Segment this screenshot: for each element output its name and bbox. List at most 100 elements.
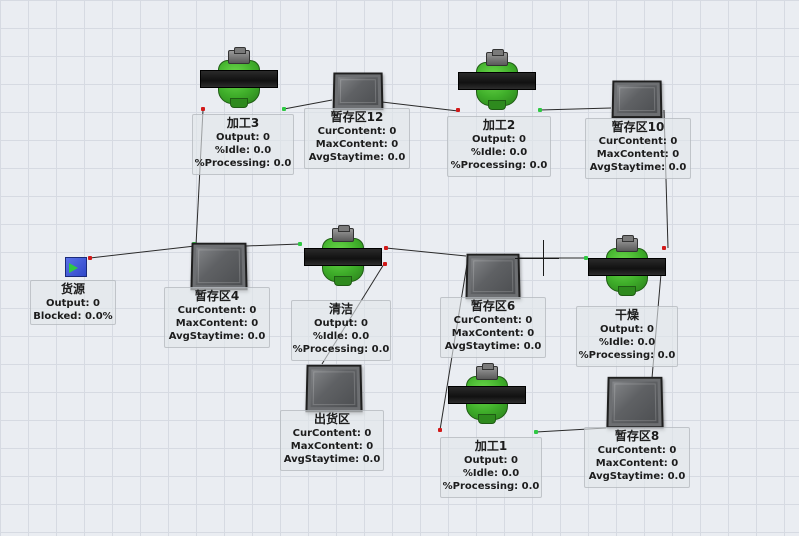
queue-q6[interactable]	[465, 253, 521, 300]
input-port	[438, 428, 442, 432]
stat-row: CurContent: 0	[598, 136, 678, 147]
stat-row: MaxContent: 0	[175, 318, 259, 329]
stat-row: MaxContent: 0	[451, 328, 535, 339]
processor-head	[332, 225, 354, 242]
conveyor-belt	[588, 258, 666, 276]
source-title: 货源	[60, 282, 85, 296]
processor-ganzao[interactable]	[586, 235, 666, 296]
stat-row: MaxContent: 0	[290, 441, 374, 452]
output-port	[282, 107, 286, 111]
stat-row: AvgStaytime: 0.0	[444, 341, 542, 352]
processor-jiagong1[interactable]	[446, 363, 526, 424]
jiagong1-title: 加工1	[474, 439, 508, 453]
stat-row: %Idle: 0.0	[214, 145, 272, 156]
jiagong1-info-panel: 加工1 Output: 0 %Idle: 0.0 %Processing: 0.…	[440, 437, 542, 498]
processor-head	[476, 363, 498, 380]
stat-row: %Processing: 0.0	[292, 344, 390, 355]
chuhuo-title: 出货区	[313, 412, 350, 426]
q4-info-panel: 暂存区4 CurContent: 0 MaxContent: 0 AvgStay…	[164, 287, 270, 348]
connector-jiagong2-q10	[539, 107, 612, 111]
output-port	[534, 430, 538, 434]
conveyor-belt	[304, 248, 382, 266]
stat-row: CurContent: 0	[317, 126, 397, 137]
queue-q12[interactable]	[332, 72, 384, 111]
connector-jiagong3-q12	[283, 99, 333, 110]
stat-row: %Idle: 0.0	[470, 147, 528, 158]
q4-title: 暂存区4	[194, 289, 240, 303]
input-port	[662, 246, 666, 250]
stat-row: %Idle: 0.0	[598, 337, 656, 348]
input-port	[384, 246, 388, 250]
stat-row: Output: 0	[314, 318, 368, 329]
stat-row: Output: 0	[600, 324, 654, 335]
source-block[interactable]	[65, 257, 87, 277]
output-port	[298, 242, 302, 246]
queue-chuhuo[interactable]	[305, 364, 363, 413]
jiagong3-title: 加工3	[226, 116, 260, 130]
conveyor-belt	[200, 70, 278, 88]
stat-row: %Processing: 0.0	[578, 350, 676, 361]
processor-foot	[618, 286, 636, 296]
ganzao-info-panel: 干燥 Output: 0 %Idle: 0.0 %Processing: 0.0	[576, 306, 678, 367]
processor-jiagong3[interactable]	[198, 47, 278, 108]
stat-row: %Processing: 0.0	[442, 481, 540, 492]
stat-row: AvgStaytime: 0.0	[589, 162, 687, 173]
stat-row: %Idle: 0.0	[312, 331, 370, 342]
input-port	[201, 107, 205, 111]
stat-row: Output: 0	[464, 455, 518, 466]
source-blocked-row: Blocked: 0.0%	[33, 311, 113, 322]
stat-row: MaxContent: 0	[595, 458, 679, 469]
q6-info-panel: 暂存区6 CurContent: 0 MaxContent: 0 AvgStay…	[440, 297, 546, 358]
processor-foot	[488, 100, 506, 110]
input-port	[383, 262, 387, 266]
stat-row: %Processing: 0.0	[194, 158, 292, 169]
jiagong3-info-panel: 加工3 Output: 0 %Idle: 0.0 %Processing: 0.…	[192, 114, 294, 175]
queue-q10[interactable]	[611, 80, 663, 119]
q10-info-panel: 暂存区10 CurContent: 0 MaxContent: 0 AvgSta…	[585, 118, 691, 179]
jiagong2-info-panel: 加工2 Output: 0 %Idle: 0.0 %Processing: 0.…	[447, 116, 551, 177]
stat-row: CurContent: 0	[597, 445, 677, 456]
stat-row: CurContent: 0	[453, 315, 533, 326]
connector-q4-qingxi	[245, 243, 301, 247]
stat-row: %Idle: 0.0	[462, 468, 520, 479]
q12-title: 暂存区12	[330, 110, 384, 124]
processor-head	[616, 235, 638, 252]
output-port	[584, 256, 588, 260]
stat-row: MaxContent: 0	[596, 149, 680, 160]
q12-info-panel: 暂存区12 CurContent: 0 MaxContent: 0 AvgSta…	[304, 108, 410, 169]
conveyor-belt	[448, 386, 526, 404]
queue-q4[interactable]	[190, 242, 248, 291]
stat-row: CurContent: 0	[177, 305, 257, 316]
connector-q12-jiagong2	[381, 101, 459, 112]
output-port	[538, 108, 542, 112]
ganzao-title: 干燥	[614, 308, 639, 322]
stat-row: CurContent: 0	[292, 428, 372, 439]
move-crosshair	[543, 240, 544, 276]
q8-info-panel: 暂存区8 CurContent: 0 MaxContent: 0 AvgStay…	[584, 427, 690, 488]
jiagong2-title: 加工2	[482, 118, 516, 132]
processor-jiagong2[interactable]	[456, 49, 536, 110]
qingxi-title: 清洁	[328, 302, 353, 316]
q6-title: 暂存区6	[470, 299, 516, 313]
input-port	[88, 256, 92, 260]
stat-row: AvgStaytime: 0.0	[283, 454, 381, 465]
q10-title: 暂存区10	[611, 120, 665, 134]
stat-row: %Processing: 0.0	[450, 160, 548, 171]
stat-row: MaxContent: 0	[315, 139, 399, 150]
stat-row: Output: 0	[216, 132, 270, 143]
stat-row: Output: 0	[472, 134, 526, 145]
qingxi-info-panel: 清洁 Output: 0 %Idle: 0.0 %Processing: 0.0	[291, 300, 391, 361]
stat-row: AvgStaytime: 0.0	[588, 471, 686, 482]
processor-qingxi[interactable]	[302, 225, 382, 286]
source-info-panel: 货源 Output: 0 Blocked: 0.0%	[30, 280, 116, 325]
move-crosshair	[515, 258, 559, 259]
processor-head	[228, 47, 250, 64]
processor-foot	[230, 98, 248, 108]
q8-title: 暂存区8	[614, 429, 660, 443]
stat-row: AvgStaytime: 0.0	[308, 152, 406, 163]
processor-foot	[478, 414, 496, 424]
connector-qingxi-q6	[385, 247, 467, 257]
queue-q8[interactable]	[606, 376, 664, 429]
connector-source-q4	[89, 245, 196, 259]
processor-head	[486, 49, 508, 66]
